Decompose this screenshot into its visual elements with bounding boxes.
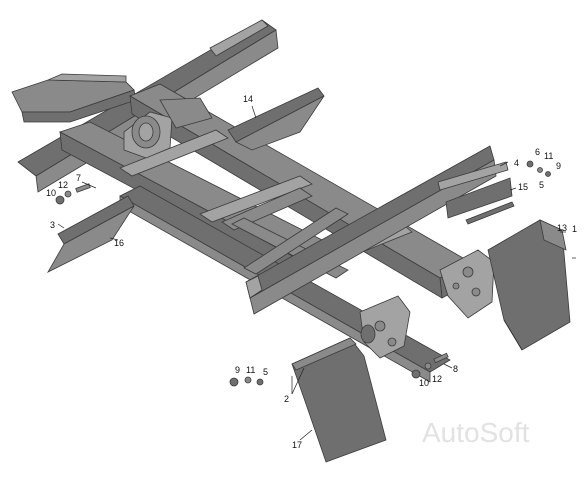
callout-10-right: 10	[419, 378, 429, 388]
callout-11-bottom: 11	[246, 365, 255, 375]
washer-12-right	[424, 362, 432, 370]
callout-14: 14	[243, 94, 253, 104]
nut-10-right	[411, 369, 421, 379]
part-15-strip	[465, 201, 515, 225]
callout-16: 16	[114, 238, 124, 248]
lower-long-beam	[245, 145, 497, 315]
callout-10-left: 10	[46, 188, 56, 198]
front-mudflap	[291, 337, 387, 463]
washer-12-left	[64, 190, 72, 198]
hardware-set-bottom-right	[411, 352, 449, 379]
callout-9-right: 9	[556, 161, 561, 171]
callout-17: 17	[292, 440, 302, 450]
callout-2: 2	[284, 394, 289, 404]
hardware-set-right	[526, 160, 551, 177]
callout-1: 1	[572, 224, 577, 234]
washer-11-bottom	[244, 376, 252, 384]
callout-8: 8	[453, 364, 458, 374]
part-4-strip	[437, 161, 513, 219]
rear-mounting-bracket	[359, 249, 495, 359]
nut-9-bottom	[229, 377, 239, 387]
bolt-5-bottom	[256, 378, 264, 386]
callout-5-right: 5	[539, 180, 544, 190]
callout-5-bottom: 5	[263, 367, 268, 377]
nut-9-right	[545, 171, 551, 177]
part-14-bracket-bar	[227, 87, 325, 151]
bolt-6	[526, 160, 534, 168]
leader-lines	[57, 105, 576, 441]
callout-11-right: 11	[544, 151, 553, 161]
hardware-set-bottom-left	[229, 376, 264, 387]
callout-9-bottom: 9	[235, 365, 240, 375]
callout-4: 4	[514, 158, 519, 168]
callout-labels: 1 2 3 4 5 5 6 7 8 9 9 10 10 11 11 12 12 …	[46, 94, 577, 450]
bolt-7	[75, 183, 91, 193]
left-mudguard-bracket	[46, 195, 135, 273]
right-mudflap	[487, 219, 571, 351]
callout-12-left: 12	[58, 180, 68, 190]
callout-13: 13	[557, 223, 567, 233]
callout-15: 15	[518, 182, 528, 192]
bolt-8	[433, 352, 449, 364]
callout-6: 6	[535, 147, 540, 157]
rear-cross-member	[11, 73, 137, 123]
washer-11-right	[537, 167, 543, 173]
callout-7: 7	[76, 173, 81, 183]
watermark: AutoSoft	[422, 417, 530, 448]
callout-3: 3	[50, 220, 55, 230]
nut-10-left	[55, 195, 65, 205]
fifth-wheel-bracket	[123, 97, 213, 159]
callout-12-right: 12	[432, 374, 442, 384]
